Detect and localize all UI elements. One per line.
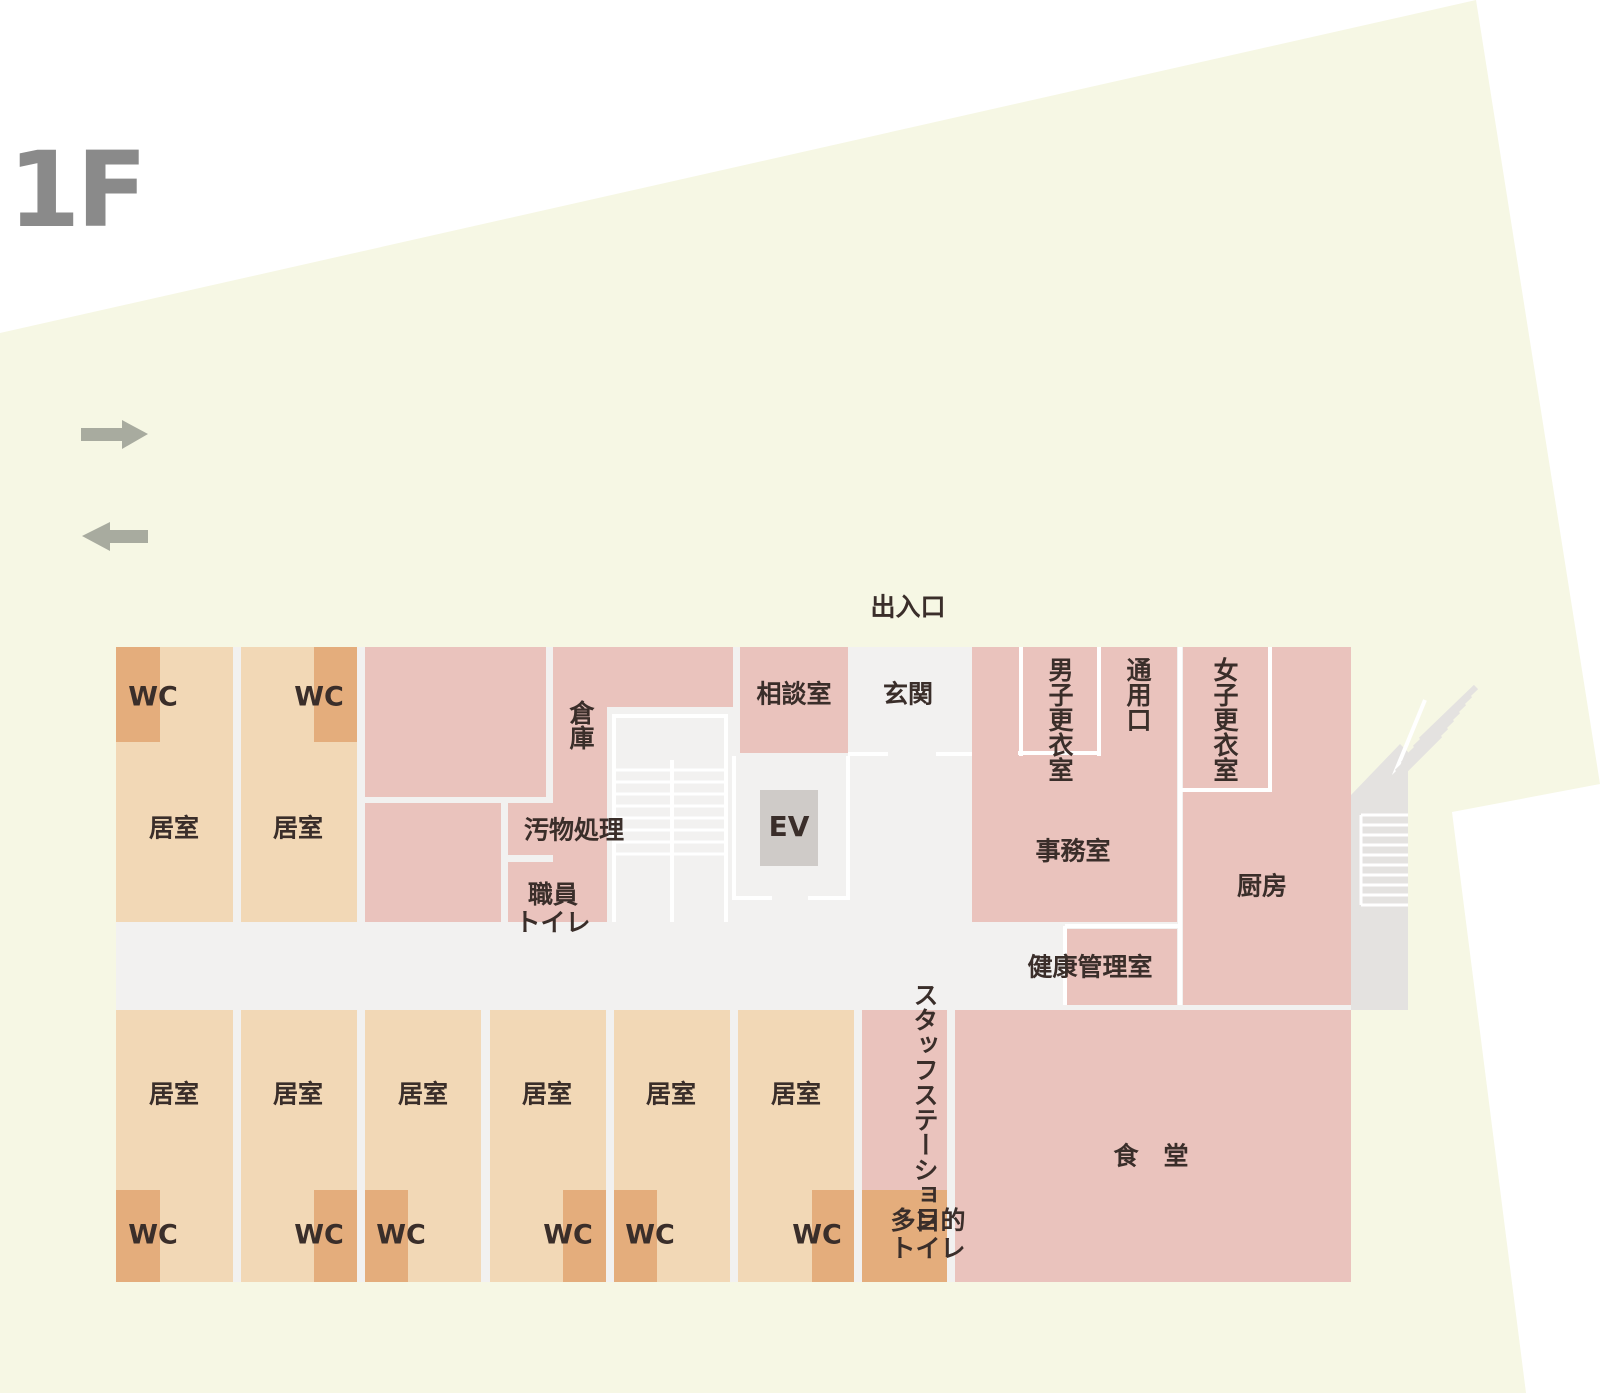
staff-toilet-room [508, 862, 607, 922]
room-label: 居室 [148, 1079, 200, 1109]
dining-label: 食 堂 [1113, 1141, 1189, 1171]
female-locker-label: 女子更衣室 [1210, 657, 1239, 782]
female-locker-room [1183, 647, 1267, 787]
wc-label: WC [294, 1219, 344, 1251]
storage-top [553, 647, 733, 707]
health-label: 健康管理室 [1027, 952, 1153, 982]
wc-label: WC [294, 681, 344, 713]
multi-toilet-label: 多目的 トイレ [890, 1206, 966, 1263]
elevator [760, 790, 818, 866]
sluice-label: 汚物処理 [523, 815, 625, 845]
room-label: 居室 [397, 1079, 449, 1109]
room-label: 居室 [148, 813, 200, 843]
room-label: 居室 [272, 1079, 324, 1109]
room-pink-b [365, 803, 501, 922]
wc-bottom-5 [614, 1190, 657, 1282]
floor-label: 1F [8, 129, 147, 251]
wc-top-1 [116, 647, 160, 742]
room-label: 居室 [272, 813, 324, 843]
wc-label: WC [128, 681, 178, 713]
wc-bottom-1 [116, 1190, 160, 1282]
consultation-label: 相談室 [756, 679, 832, 709]
sluice-room [508, 803, 607, 855]
room-label: 居室 [770, 1079, 822, 1109]
staff-station-label: スタッフステーション [910, 982, 939, 1232]
storage-label: 倉庫 [566, 700, 595, 750]
right-arrow-icon [81, 420, 148, 449]
wc-label: WC [128, 1219, 178, 1251]
service-entrance-room [1102, 647, 1177, 753]
office-label: 事務室 [1035, 836, 1111, 866]
wc-bottom-4 [563, 1190, 606, 1282]
kitchen-label: 厨房 [1236, 871, 1288, 901]
wc-label: WC [376, 1219, 426, 1251]
ramp-steps [1382, 684, 1479, 793]
entrance-label: 出入口 [870, 592, 946, 622]
room-pink-a [365, 647, 546, 797]
small-room-right [972, 647, 1018, 753]
health-room [1067, 929, 1177, 1005]
consultation-room [740, 647, 848, 753]
service-entrance-label: 通用口 [1123, 657, 1152, 732]
staff-toilet-label: 職員 トイレ [515, 880, 591, 937]
wc-label: WC [543, 1219, 593, 1251]
room-label: 居室 [645, 1079, 697, 1109]
multi-toilet-room [862, 1190, 947, 1282]
left-arrow-icon [82, 522, 148, 551]
wc-label: WC [625, 1219, 675, 1251]
wc-label: WC [792, 1219, 842, 1251]
genkan-label: 玄関 [882, 679, 934, 709]
room-label: 居室 [521, 1079, 573, 1109]
male-locker-label: 男子更衣室 [1045, 657, 1074, 782]
wc-top-2 [314, 647, 357, 742]
male-locker-room [1024, 647, 1096, 753]
ev-label: EV [768, 810, 810, 843]
wc-bottom-6 [812, 1190, 854, 1282]
dining-room [955, 1010, 1351, 1282]
wc-bottom-3 [365, 1190, 408, 1282]
wc-bottom-2 [314, 1190, 357, 1282]
